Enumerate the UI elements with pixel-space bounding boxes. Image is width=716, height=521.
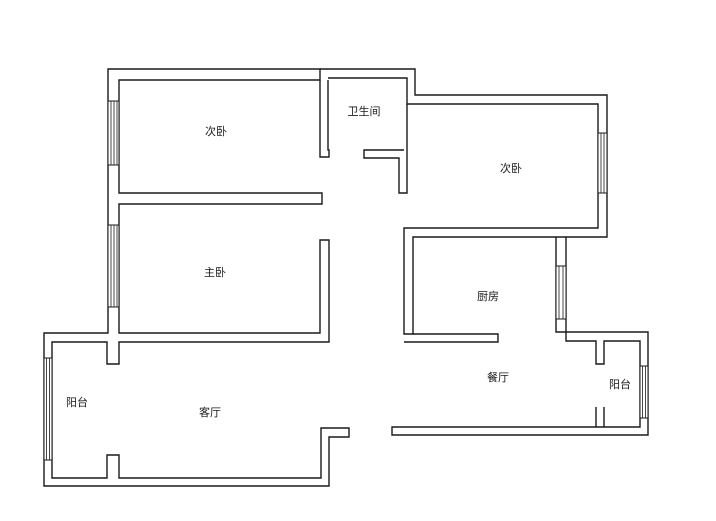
room-label-master-bedroom: 主卧 [204, 266, 226, 279]
window-right-balcony [639, 365, 649, 419]
wall-bathroom-partition [363, 104, 408, 194]
wall-bathroom-door-stub [319, 80, 330, 158]
room-label-second-bedroom-left: 次卧 [205, 125, 227, 138]
wall-right-block [391, 237, 649, 436]
window-left-balcony [43, 357, 53, 461]
window-right-bedroom [597, 132, 608, 194]
room-label-dining-room: 餐厅 [487, 371, 509, 384]
room-label-balcony-left: 阳台 [66, 396, 88, 409]
room-label-second-bedroom-right: 次卧 [500, 162, 522, 175]
window-kitchen [555, 265, 567, 320]
window-left-upper [107, 100, 120, 166]
wall-kitchen-right [404, 333, 499, 343]
room-label-balcony-right: 阳台 [609, 378, 631, 391]
room-label-living-room: 客厅 [199, 406, 221, 419]
room-label-kitchen: 厨房 [477, 290, 499, 303]
wall-top-middle [320, 68, 608, 335]
room-label-bathroom: 卫生间 [347, 105, 381, 118]
window-left-middle [107, 224, 120, 308]
wall-left-block-outer [43, 68, 350, 487]
